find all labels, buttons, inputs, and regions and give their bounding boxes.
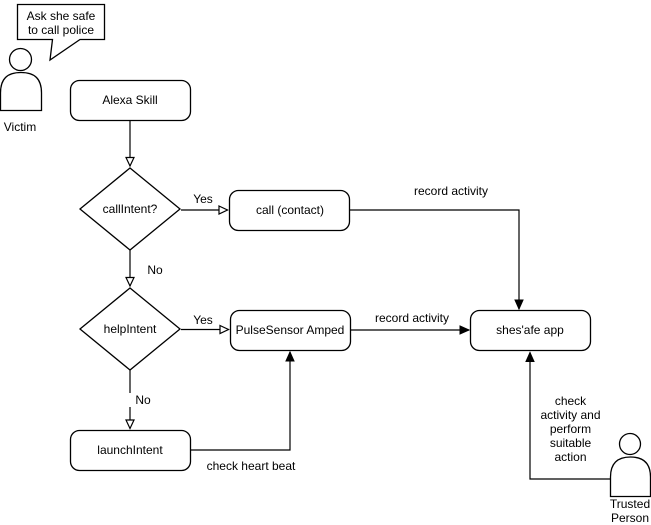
node-launchintent-label: launchIntent <box>97 442 163 457</box>
edge-launchintent-check-heart-beat-to-pulsesensor <box>190 350 295 451</box>
edge-label-call-record-activity: record activity <box>405 184 497 199</box>
edge-label-callintent-no: No <box>141 263 169 278</box>
edge-label-pulse-record-activity: record activity <box>366 311 458 326</box>
node-call-contact-shape <box>228 189 351 232</box>
node-shesafe-app-shape <box>469 309 592 352</box>
node-shesafe-app-label: shes'afe app <box>496 322 564 337</box>
edge-label-helpintent-yes: Yes <box>189 313 217 328</box>
node-call-contact-label: call (contact) <box>255 202 325 217</box>
decision-helpintent-label: helpIntent <box>103 321 157 336</box>
edge-label-callintent-yes: Yes <box>189 192 217 207</box>
trusted-person-actor-label: Trusted Person <box>609 497 651 525</box>
decision-callintent-label: callIntent? <box>102 201 158 216</box>
speech-bubble-shape <box>16 3 106 62</box>
victim-actor-label: Victim <box>3 120 37 134</box>
victim-actor-icon <box>0 47 43 112</box>
speech-bubble-text: Ask she safe to call police <box>26 8 96 37</box>
edge-label-helpintent-no: No <box>129 393 157 408</box>
trusted-person-actor-icon <box>609 432 651 498</box>
node-alexa-skill-label: Alexa Skill <box>102 92 158 107</box>
node-pulsesensor-label: PulseSensor Amped <box>235 322 345 337</box>
edge-label-trusted-check-activity: check activity and perform suitable acti… <box>539 394 602 464</box>
edge-call-record-activity-to-shesafe <box>350 209 524 311</box>
edge-label-check-heart-beat: check heart beat <box>200 459 302 474</box>
edge-trusted-person-check-activity-to-shesafe <box>525 351 611 480</box>
